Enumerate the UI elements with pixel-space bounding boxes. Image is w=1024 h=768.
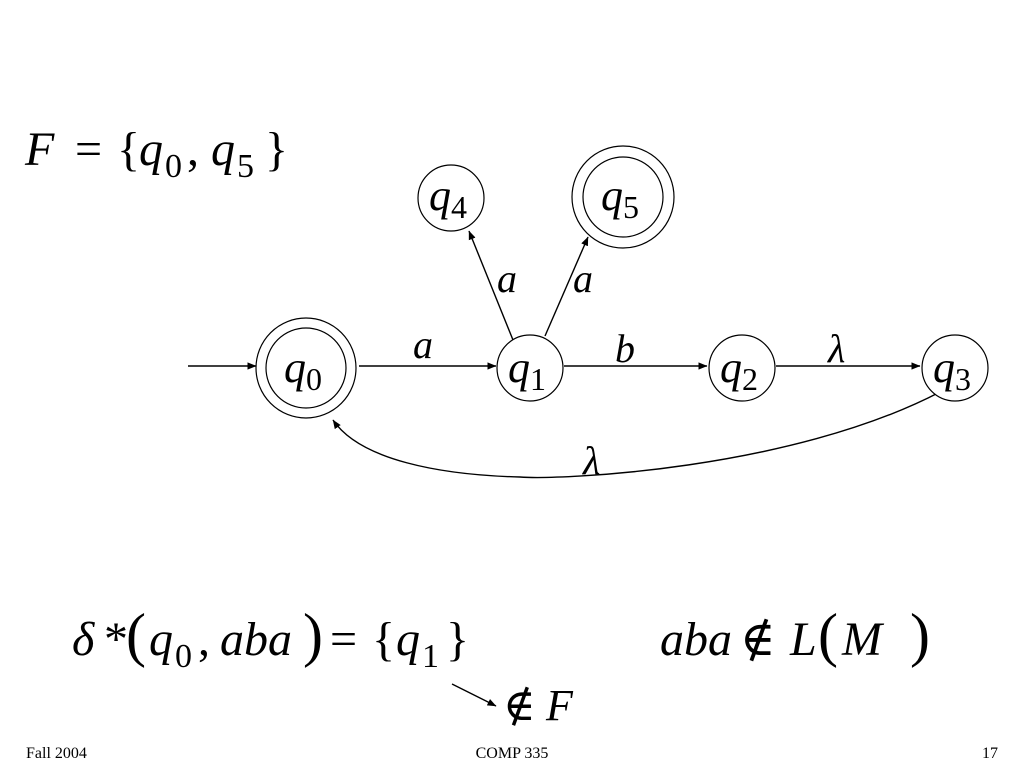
delta-symbol: δ — [72, 613, 95, 666]
state-q1: q 1 — [496, 334, 564, 402]
state-symbol: q — [211, 123, 235, 176]
state-q4: q 4 — [417, 164, 485, 232]
svg-text:q 1: q 1 — [508, 343, 546, 397]
edge-label-q1-q5: a — [573, 256, 593, 301]
edge-labels: a a a b λ λ — [413, 256, 845, 483]
edge-label-q1-q4: a — [497, 256, 517, 301]
edge-label-q3-q0: λ — [582, 438, 600, 483]
edge-label-q0-q1: a — [413, 322, 433, 367]
state-symbol: q — [139, 123, 163, 176]
final-set-symbol: F — [24, 123, 55, 176]
svg-text:q 3: q 3 — [933, 343, 971, 397]
svg-text:q 4: q 4 — [429, 171, 467, 225]
state-circle — [265, 327, 347, 409]
final-states-formula: F = { q 0 , q 5 } — [24, 123, 288, 188]
subscript: 5 — [237, 148, 254, 185]
svg-text:F = { q: F = { q 0 , q 5 } — [24, 123, 288, 188]
brace-close: } — [265, 123, 288, 176]
not-in-final-annotation: ∉ F — [451, 681, 574, 730]
edge-q1-q5 — [544, 236, 589, 337]
state-q2: q 2 — [708, 334, 776, 402]
state-q3: q 3 — [921, 334, 989, 402]
footer-date: Fall 2004 — [26, 745, 87, 762]
not-in-language-formula: aba ∉ L ( M ) — [660, 602, 930, 668]
state-q0: q 0 — [255, 317, 357, 419]
pointer-arrow — [451, 683, 497, 707]
svg-text:aba ∉ L (: aba ∉ L ( M ) — [660, 602, 930, 668]
not-element-symbol: ∉ — [503, 681, 536, 730]
slide-footer: Fall 2004 COMP 335 17 — [26, 745, 998, 762]
equals-sign: = — [75, 123, 102, 176]
state-circle — [582, 156, 664, 238]
input-word: aba — [220, 613, 292, 666]
edge-label-q1-q2: b — [615, 326, 635, 371]
footer-course: COMP 335 — [476, 745, 549, 762]
state-circle — [921, 334, 989, 402]
svg-text:δ * ( q: δ * ( q 0 , aba ) = { q 1 } — [72, 602, 469, 678]
state-q5: q 5 — [571, 145, 675, 249]
subscript: 0 — [165, 148, 182, 185]
comma: , — [187, 123, 199, 176]
svg-text:q 0: q 0 — [284, 343, 322, 397]
edge-q3-q0 — [332, 391, 941, 479]
footer-slide-number: 17 — [982, 745, 998, 762]
edge-q1-q4 — [468, 230, 514, 341]
state-circle — [496, 334, 564, 402]
svg-text:∉ F: ∉ F — [503, 681, 574, 730]
transitions — [188, 230, 941, 479]
svg-text:q 5: q 5 — [601, 171, 639, 225]
state-circle — [708, 334, 776, 402]
state-circle — [417, 164, 485, 232]
edge-label-q2-q3: λ — [827, 326, 845, 371]
svg-text:q 2: q 2 — [720, 343, 758, 397]
brace-open: { — [117, 123, 140, 176]
not-element-symbol: ∉ — [740, 613, 776, 666]
extended-delta-formula: δ * ( q 0 , aba ) = { q 1 } — [72, 602, 469, 678]
